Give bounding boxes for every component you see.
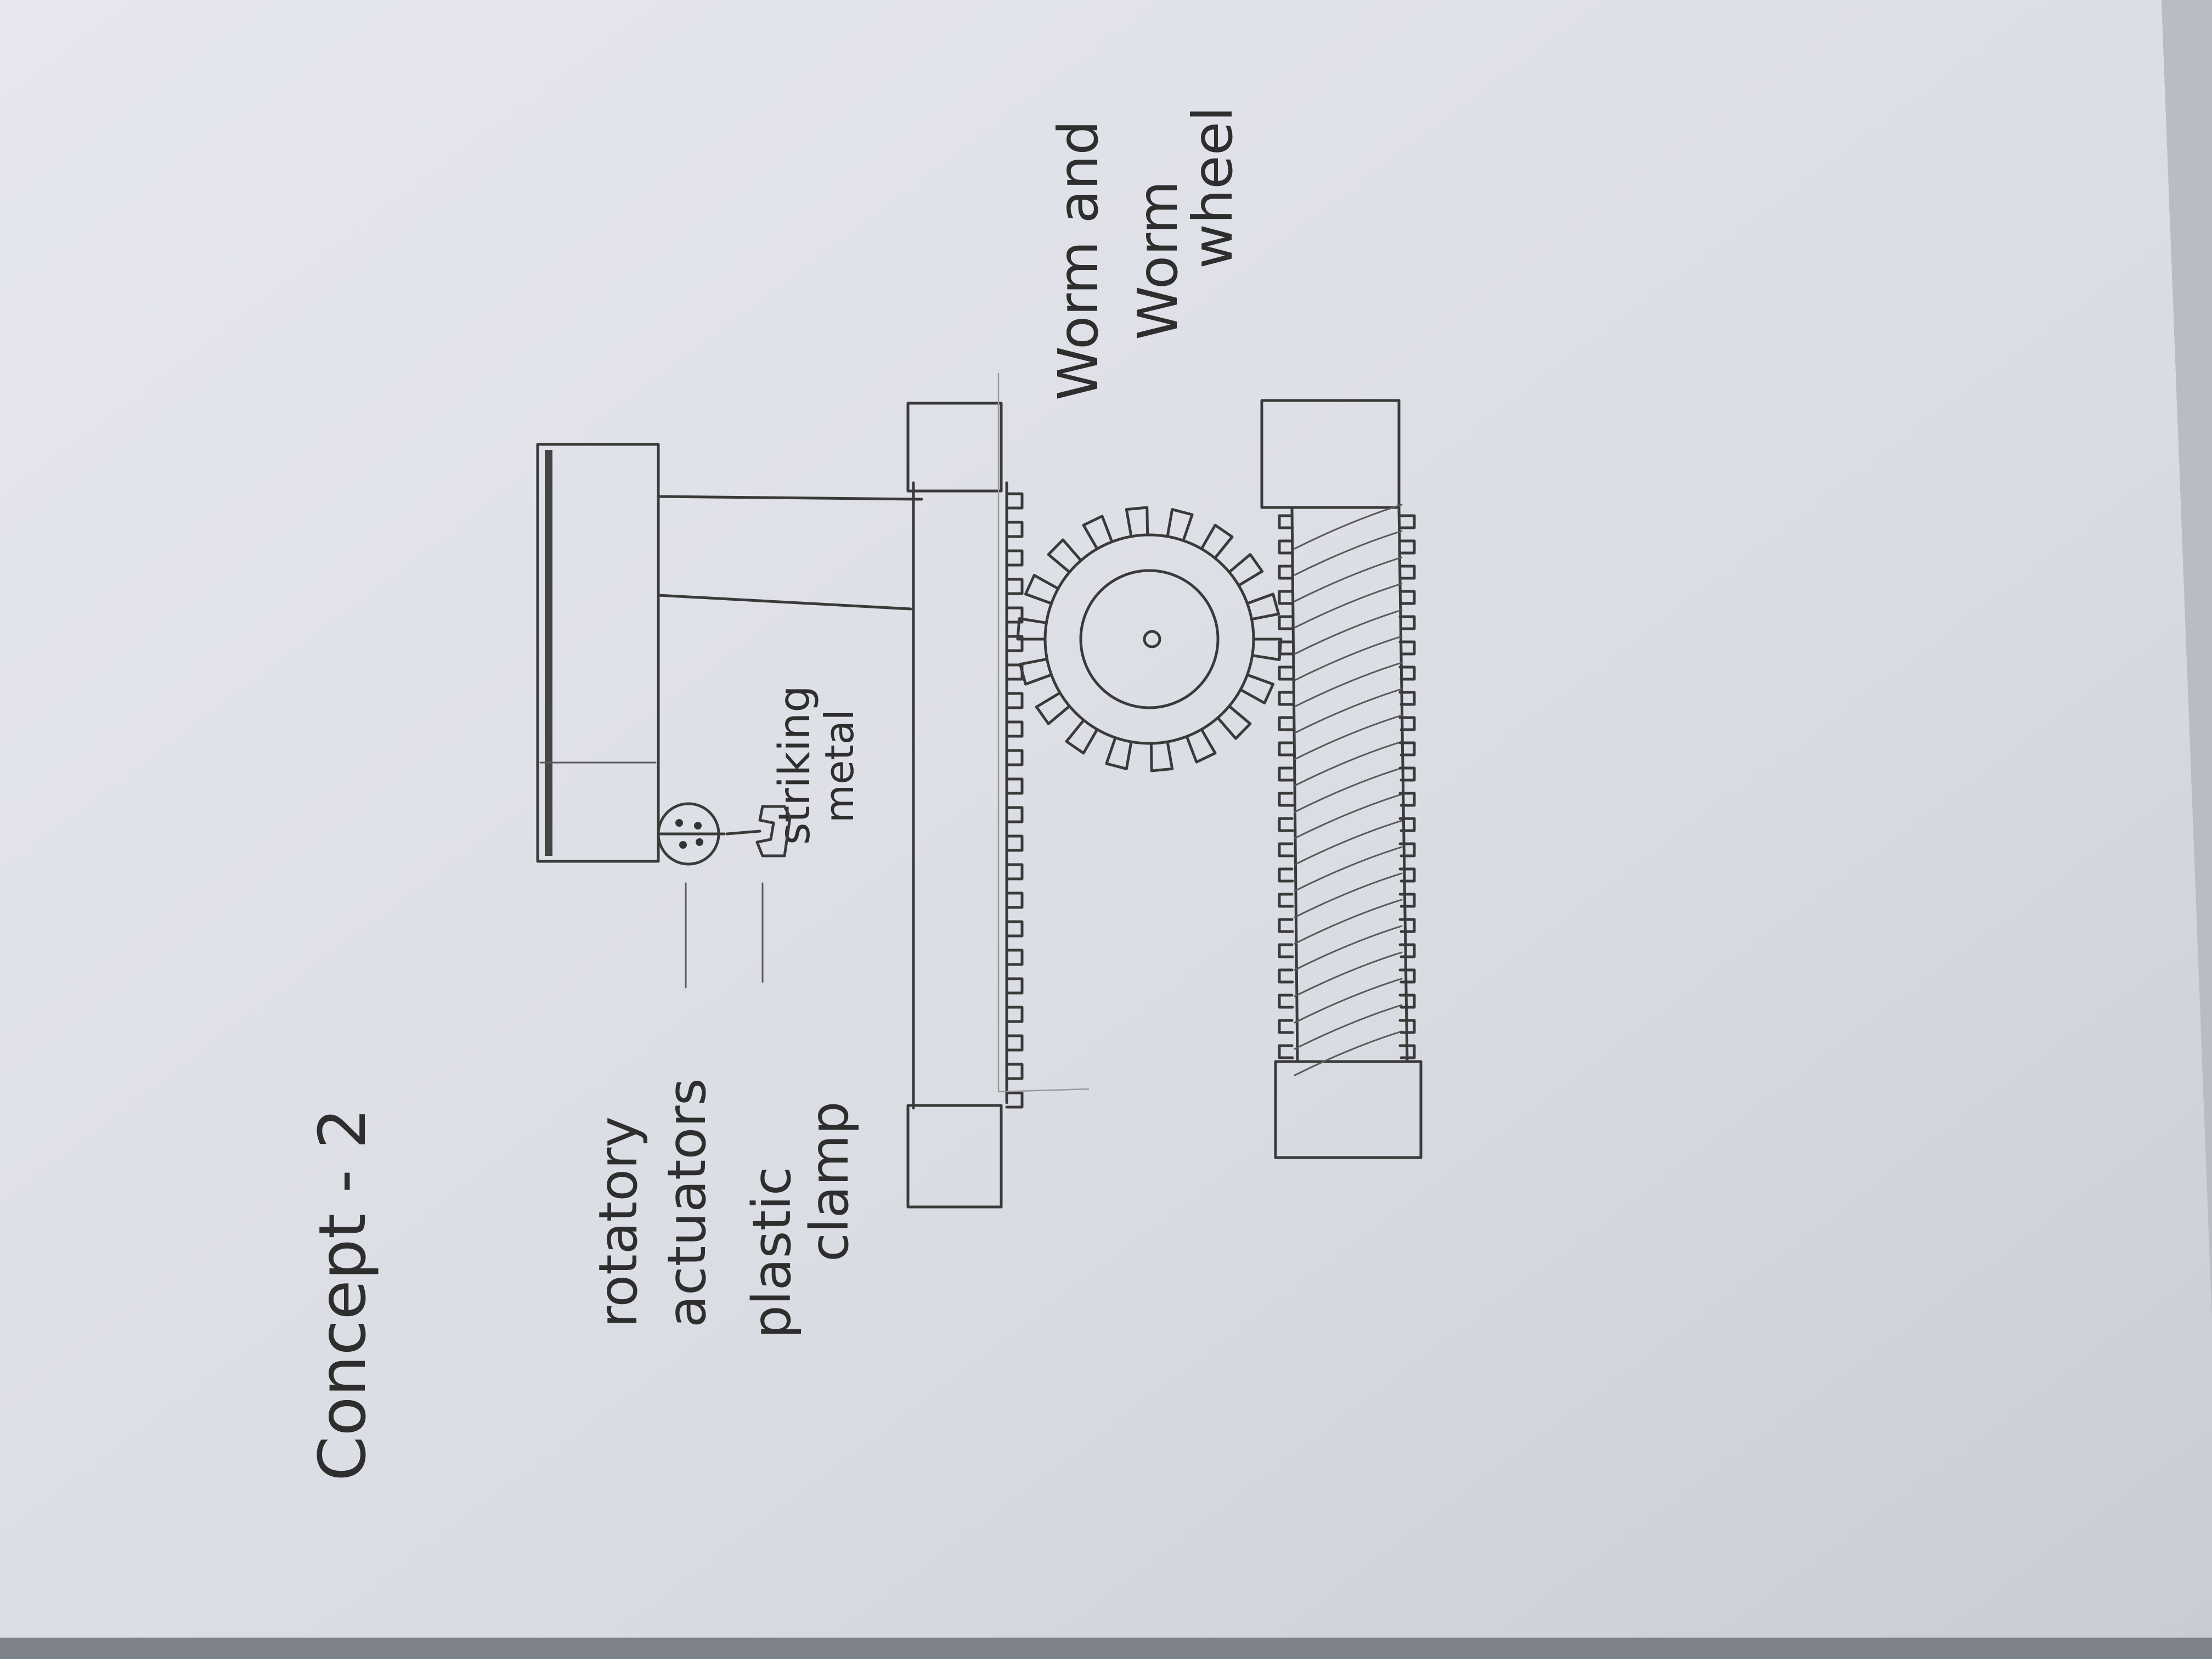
label-wheel: wheel: [1181, 106, 1245, 269]
title-text: Concept - 2: [304, 1108, 380, 1481]
actuator-hole: [679, 841, 687, 849]
label-worm-and: Worm and: [1046, 120, 1110, 400]
title-concept-2: Concept - 2: [304, 1108, 380, 1481]
actuator-hole: [675, 819, 683, 827]
paper-bottom-edge: [0, 1638, 2212, 1659]
actuator-hole: [694, 822, 702, 830]
actuator-hole: [696, 838, 703, 846]
label-clamp: clamp: [799, 1101, 860, 1262]
label-striking: striking: [770, 685, 820, 845]
label-actuators: actuators: [656, 1078, 718, 1328]
label-rotatory: rotatory: [588, 1116, 649, 1328]
label-metal: metal: [816, 709, 862, 823]
label-plastic: plastic: [741, 1166, 803, 1339]
